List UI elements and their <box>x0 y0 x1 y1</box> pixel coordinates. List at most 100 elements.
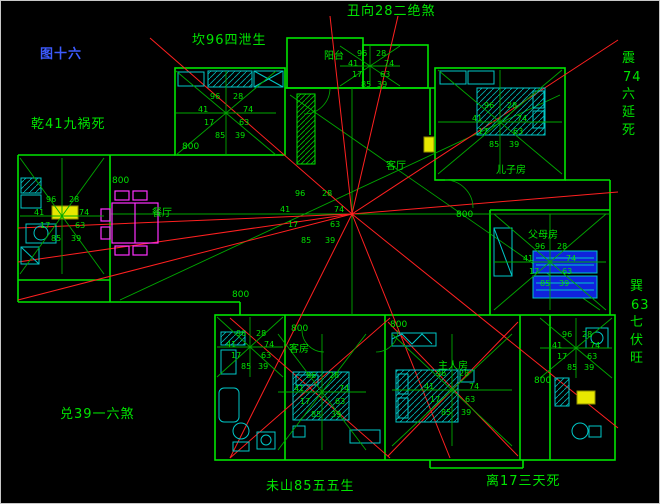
wheel-number: 74 <box>566 254 577 263</box>
wheel-number: 28 <box>507 101 518 110</box>
wheel-number: 39 <box>71 234 82 243</box>
wheel-sector-line <box>437 69 563 175</box>
compass-label-dui: 兑39一六煞 <box>60 407 135 422</box>
red-sector-line <box>17 213 353 263</box>
bathtub-icon <box>218 387 240 423</box>
wheel-number: 41 <box>294 384 305 393</box>
wheel-sector-line <box>391 333 513 447</box>
wheel-number: 63 <box>239 118 250 127</box>
bed-icon <box>292 371 350 421</box>
nightstand-icon <box>459 369 475 383</box>
chair-icon <box>100 226 111 240</box>
wardrobe-hanger-line <box>391 333 433 345</box>
wheel-number: 41 <box>523 254 534 263</box>
compass-label-mountain: 未山85五五生 <box>266 479 355 494</box>
pillow-icon <box>397 373 409 395</box>
chair-icon <box>132 190 148 201</box>
washing-machine-icon <box>256 431 276 450</box>
wheel-number: 85 <box>540 279 551 288</box>
dimension-label: 800 <box>456 210 474 220</box>
wheel-number: 28 <box>256 329 267 338</box>
wheel-number: 28 <box>557 242 568 251</box>
room-label-dining: 餐厅 <box>152 208 172 219</box>
chair-icon <box>114 190 130 201</box>
wheel-number: 85 <box>361 80 372 89</box>
wheel-number: 39 <box>235 131 246 140</box>
wheel-sector-line <box>277 333 367 451</box>
cabinet-icon <box>253 70 284 88</box>
sink-icon <box>33 225 49 241</box>
wheel-number: 63 <box>513 127 524 136</box>
wheel-sector-line <box>339 45 401 87</box>
door-arc <box>375 329 399 353</box>
sink-counter-icon <box>25 223 57 244</box>
dimension-label: 800 <box>534 376 552 386</box>
toilet-icon <box>232 422 250 440</box>
wheel-number: 39 <box>331 410 342 419</box>
wheel-number: 17 <box>352 70 363 79</box>
room-label-master: 主人房 <box>438 361 468 372</box>
room-topcenter-wall <box>362 44 429 89</box>
compass-label-li: 离17三天死 <box>486 474 561 489</box>
pillow-icon <box>295 374 319 386</box>
wheel-sector-line <box>19 157 105 275</box>
bed-blue-icon <box>532 275 598 299</box>
compass-label-xun-char: 63 <box>631 298 650 313</box>
cabinet-icon <box>467 70 495 85</box>
wheel-number: 17 <box>40 221 51 230</box>
wheel-number: 28 <box>582 330 593 339</box>
wheel-number: 17 <box>231 351 242 360</box>
red-sector-line <box>149 37 353 215</box>
plant-shelf-icon <box>296 93 316 165</box>
red-sector-line <box>17 213 353 301</box>
wheel-sector-line <box>493 213 607 311</box>
wheel-number: 85 <box>567 363 578 372</box>
fridge-icon <box>20 246 40 265</box>
room-topleft-wall <box>174 67 286 156</box>
compass-label-zhen-char: 延 <box>622 105 637 120</box>
bottom-wing-wall <box>214 314 616 461</box>
wheel-number: 96 <box>535 242 546 251</box>
wheel-number: 39 <box>584 363 595 372</box>
wheel-number: 41 <box>198 105 209 114</box>
pillow-icon <box>532 110 545 129</box>
wardrobe-icon <box>493 227 513 277</box>
wheel-number: 17 <box>557 352 568 361</box>
wheel-number: 85 <box>241 362 252 371</box>
wheel-number: 96 <box>46 195 57 204</box>
figure-title: 图十六 <box>40 47 83 62</box>
compass-label-facing: 丑向28二绝煞 <box>347 4 436 19</box>
wheel-number: 41 <box>424 382 435 391</box>
pillow-icon <box>532 90 545 109</box>
wheel-number: 96 <box>295 189 306 198</box>
wheel-number: 17 <box>288 220 299 229</box>
wheel-number: 96 <box>306 371 317 380</box>
wheel-number: 17 <box>529 267 540 276</box>
wheel-number: 74 <box>79 208 90 217</box>
compass-label-xun-char: 旺 <box>630 351 645 366</box>
compass-label-zhen-char: 死 <box>622 123 637 138</box>
dimension-label: 800 <box>232 290 250 300</box>
pillow-icon <box>397 397 409 419</box>
wheel-number: 63 <box>562 267 573 276</box>
wheel-number: 28 <box>376 49 387 58</box>
wheel-number: 96 <box>436 369 447 378</box>
wheel-number: 41 <box>348 59 359 68</box>
toilet-tank-icon <box>232 441 250 452</box>
chair-icon <box>132 245 148 256</box>
walls <box>17 37 616 469</box>
compass-label-qian: 乾41九祸死 <box>31 117 106 132</box>
wheel-number: 85 <box>441 408 452 417</box>
wardrobe-cross-line <box>493 227 513 277</box>
wheel-number: 28 <box>459 369 470 378</box>
wheel-number: 96 <box>236 329 247 338</box>
wheel-number: 74 <box>334 205 345 214</box>
chair-icon <box>114 245 130 256</box>
toilet-tank-icon <box>588 425 602 438</box>
wheel-number: 74 <box>384 59 395 68</box>
wheel-number: 74 <box>243 105 254 114</box>
wheel-number: 63 <box>587 352 598 361</box>
nightstand-icon <box>292 425 306 438</box>
red-sector-line <box>229 213 353 459</box>
